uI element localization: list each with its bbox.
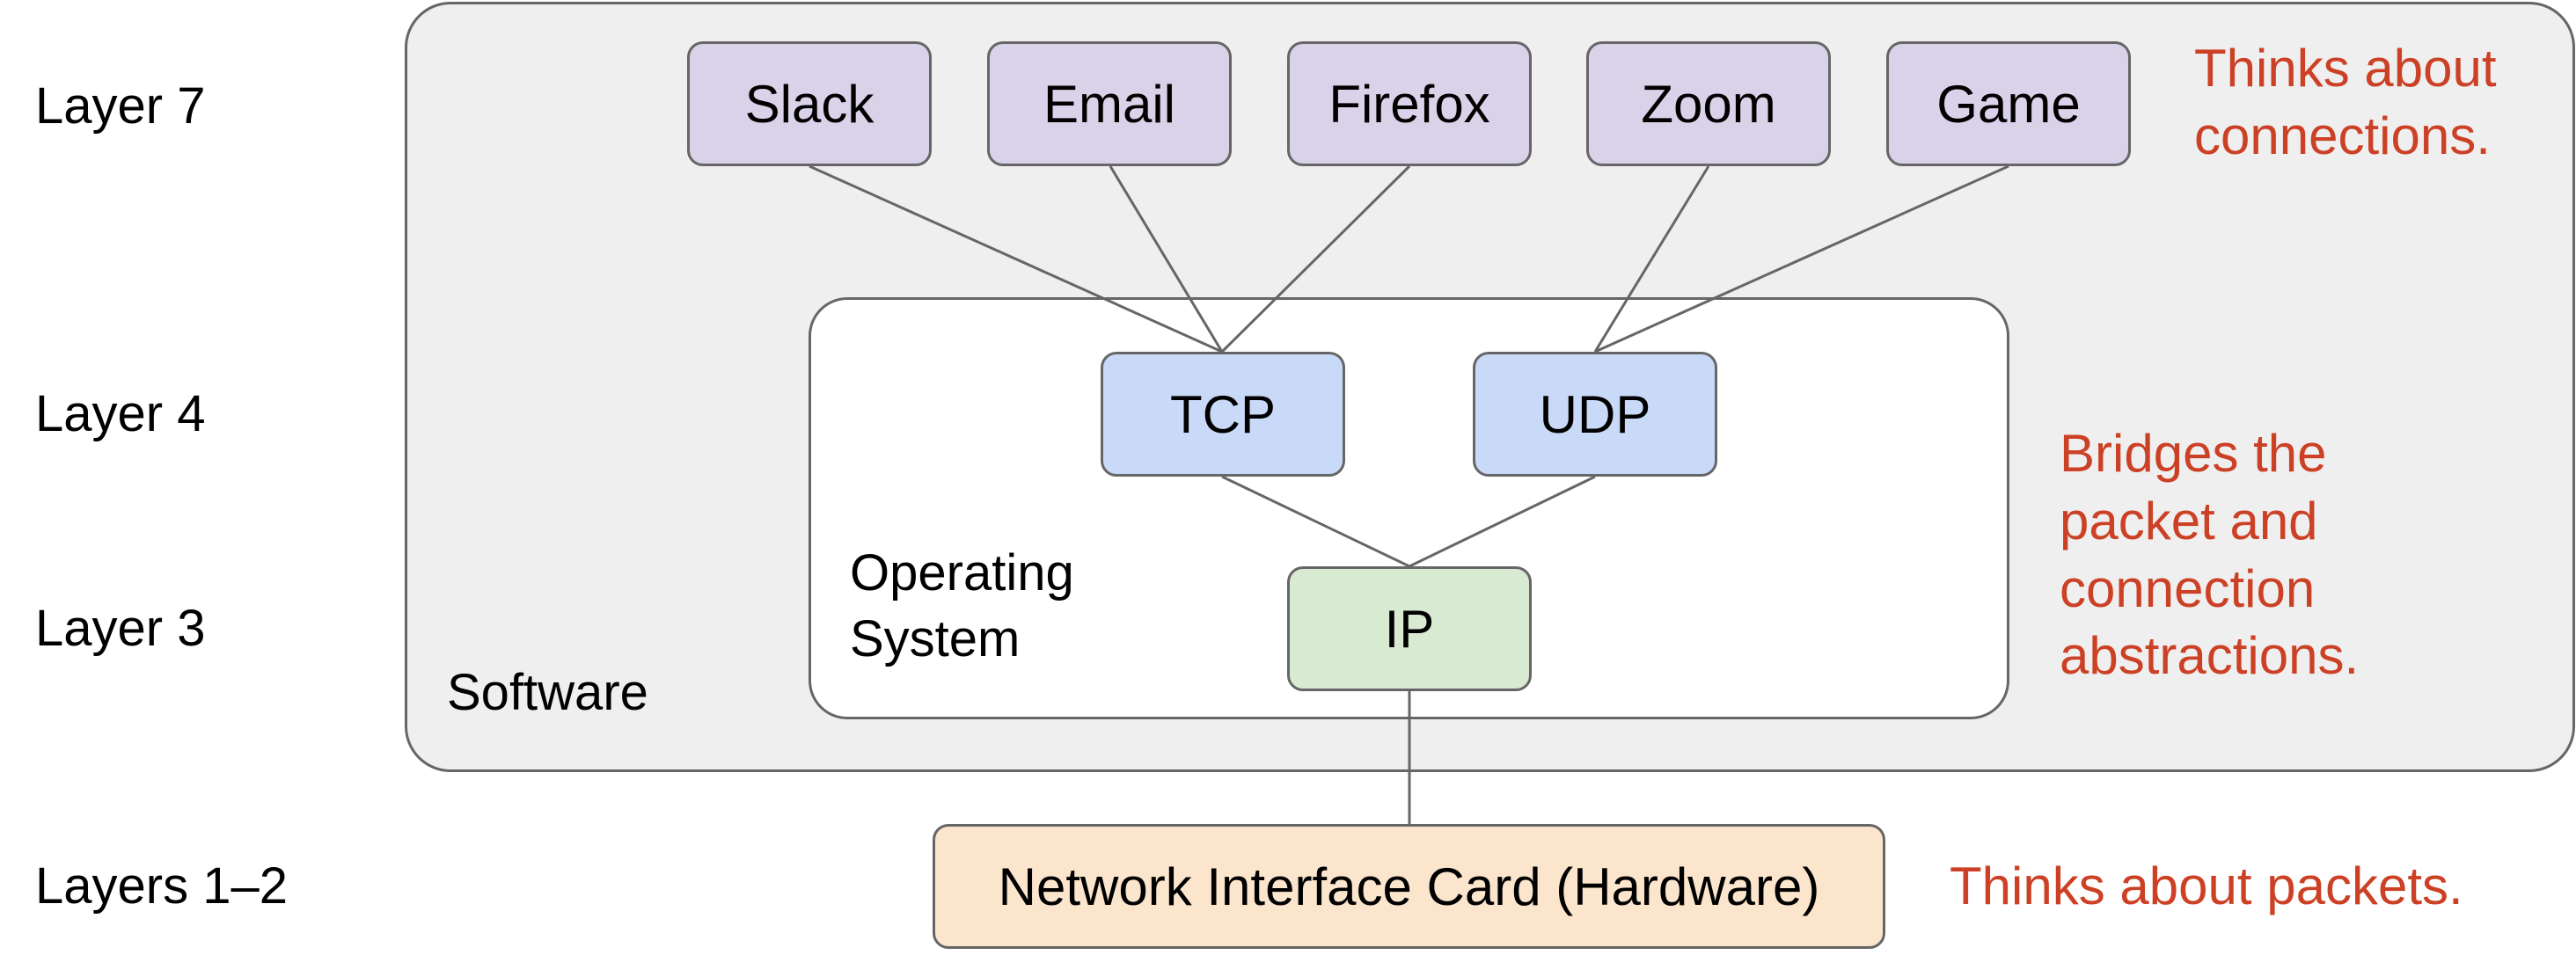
network-interface-card-node: Network Interface Card (Hardware): [933, 824, 1885, 949]
tcp-node: TCP: [1101, 352, 1345, 477]
operating-system-label: Operating System: [850, 544, 1074, 668]
app-firefox-node: Firefox: [1287, 41, 1532, 166]
layer-3-label: Layer 3: [35, 600, 206, 657]
bridges-note: Bridges the packet and connection abstra…: [2060, 424, 2360, 686]
app-game-node: Game: [1886, 41, 2131, 166]
packets-note: Thinks about packets.: [1950, 857, 2463, 915]
layer-4-label: Layer 4: [35, 385, 206, 442]
connections-note: Thinks about connections.: [2194, 39, 2497, 165]
layer-7-label: Layer 7: [35, 77, 206, 135]
udp-node: UDP: [1473, 352, 1717, 477]
ip-node: IP: [1287, 566, 1532, 691]
layers-1-2-label: Layers 1–2: [35, 857, 288, 915]
app-email-node: Email: [987, 41, 1232, 166]
app-zoom-node: Zoom: [1586, 41, 1831, 166]
app-slack-node: Slack: [687, 41, 932, 166]
software-label: Software: [447, 664, 648, 721]
